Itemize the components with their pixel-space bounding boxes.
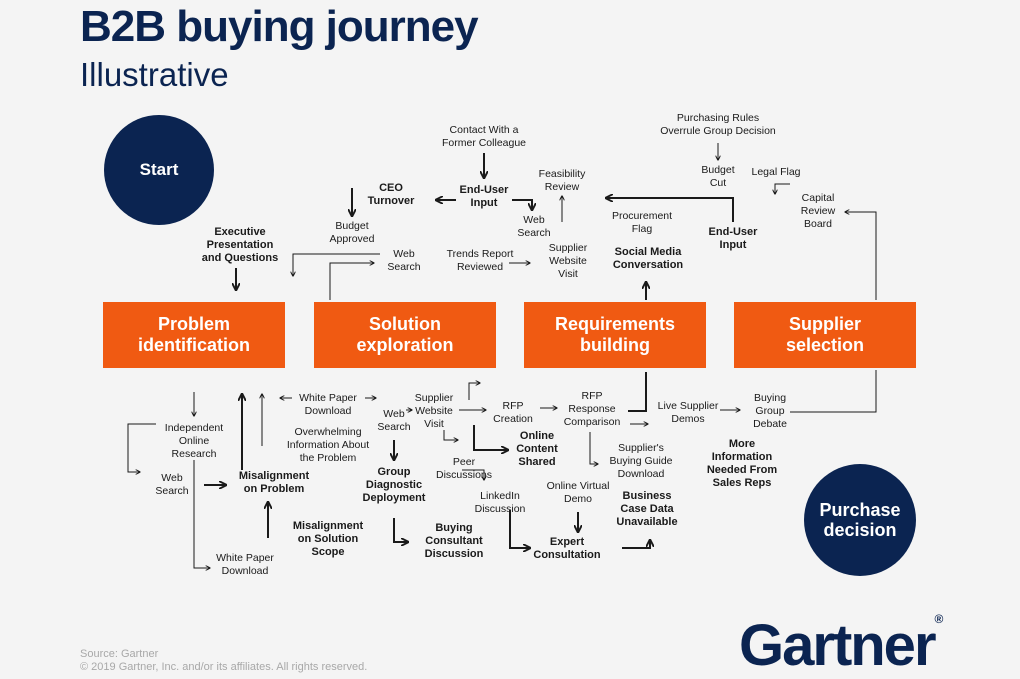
page-title: B2B buying journey [80, 2, 479, 51]
stage-solution-exploration: Solution exploration [314, 302, 496, 368]
journey-step-label: RFP Response Comparison [563, 390, 621, 428]
journey-step-label: Capital Review Board [800, 192, 836, 230]
start-circle: Start [104, 115, 214, 225]
journey-step-label: CEO Turnover [367, 182, 415, 207]
journey-step-label: Web Search [155, 472, 189, 497]
journey-step-label: Feasibility Review [538, 168, 586, 193]
gartner-logo: Gartner® [739, 612, 944, 679]
journey-step-label: Web Search [387, 248, 421, 273]
journey-step-label: Budget Approved [329, 220, 375, 245]
stage-problem-identification: Problem identification [103, 302, 285, 368]
journey-step-label: Budget Cut [701, 164, 735, 189]
journey-step-label: Peer Discussions [435, 456, 493, 481]
journey-step-label: Social Media Conversation [612, 246, 684, 271]
journey-step-label: Business Case Data Unavailable [616, 490, 678, 528]
stage-requirements-building: Requirements building [524, 302, 706, 368]
journey-step-label: Online Content Shared [516, 430, 558, 468]
journey-step-label: Supplier Website Visit [414, 392, 454, 430]
journey-step-label: Supplier's Buying Guide Download [609, 442, 673, 480]
journey-step-label: Web Search [517, 214, 551, 239]
journey-step-label: Trends Report Reviewed [446, 248, 514, 273]
journey-step-label: Independent Online Research [164, 422, 224, 460]
copyright-note: © 2019 Gartner, Inc. and/or its affiliat… [80, 661, 368, 673]
journey-step-label: Buying Consultant Discussion [424, 522, 484, 560]
journey-step-label: Executive Presentation and Questions [201, 226, 279, 264]
journey-step-label: Misalignment on Solution Scope [292, 520, 364, 558]
journey-step-label: Overwhelming Information About the Probl… [286, 426, 370, 464]
journey-step-label: Procurement Flag [611, 210, 673, 235]
journey-step-label: LinkedIn Discussion [474, 490, 526, 515]
journey-step-label: Expert Consultation [533, 536, 601, 561]
journey-step-label: White Paper Download [216, 552, 274, 577]
journey-step-label: RFP Creation [493, 400, 533, 425]
journey-step-label: Group Diagnostic Deployment [362, 466, 426, 504]
page-subtitle: Illustrative [80, 56, 229, 93]
journey-step-label: More Information Needed From Sales Reps [706, 438, 778, 489]
journey-step-label: Legal Flag [751, 166, 801, 178]
logo-text: Gartner [739, 613, 937, 678]
journey-step-label: Supplier Website Visit [548, 242, 588, 280]
journey-step-label: Buying Group Debate [753, 392, 787, 430]
journey-step-label: Online Virtual Demo [546, 480, 610, 505]
journey-step-label: Misalignment on Problem [238, 470, 310, 495]
purchase-decision-circle: Purchase decision [804, 464, 916, 576]
registered-mark: ® [934, 612, 944, 626]
journey-step-label: White Paper Download [299, 392, 357, 417]
journey-step-label: Contact With a Former Colleague [441, 124, 527, 149]
journey-step-label: Web Search [377, 408, 411, 433]
journey-step-label: End-User Input [708, 226, 758, 251]
journey-step-label: Live Supplier Demos [657, 400, 719, 425]
source-note: Source: Gartner [80, 648, 159, 660]
journey-step-label: End-User Input [459, 184, 509, 209]
journey-step-label: Purchasing Rules Overrule Group Decision [660, 112, 776, 137]
stage-supplier-selection: Supplier selection [734, 302, 916, 368]
